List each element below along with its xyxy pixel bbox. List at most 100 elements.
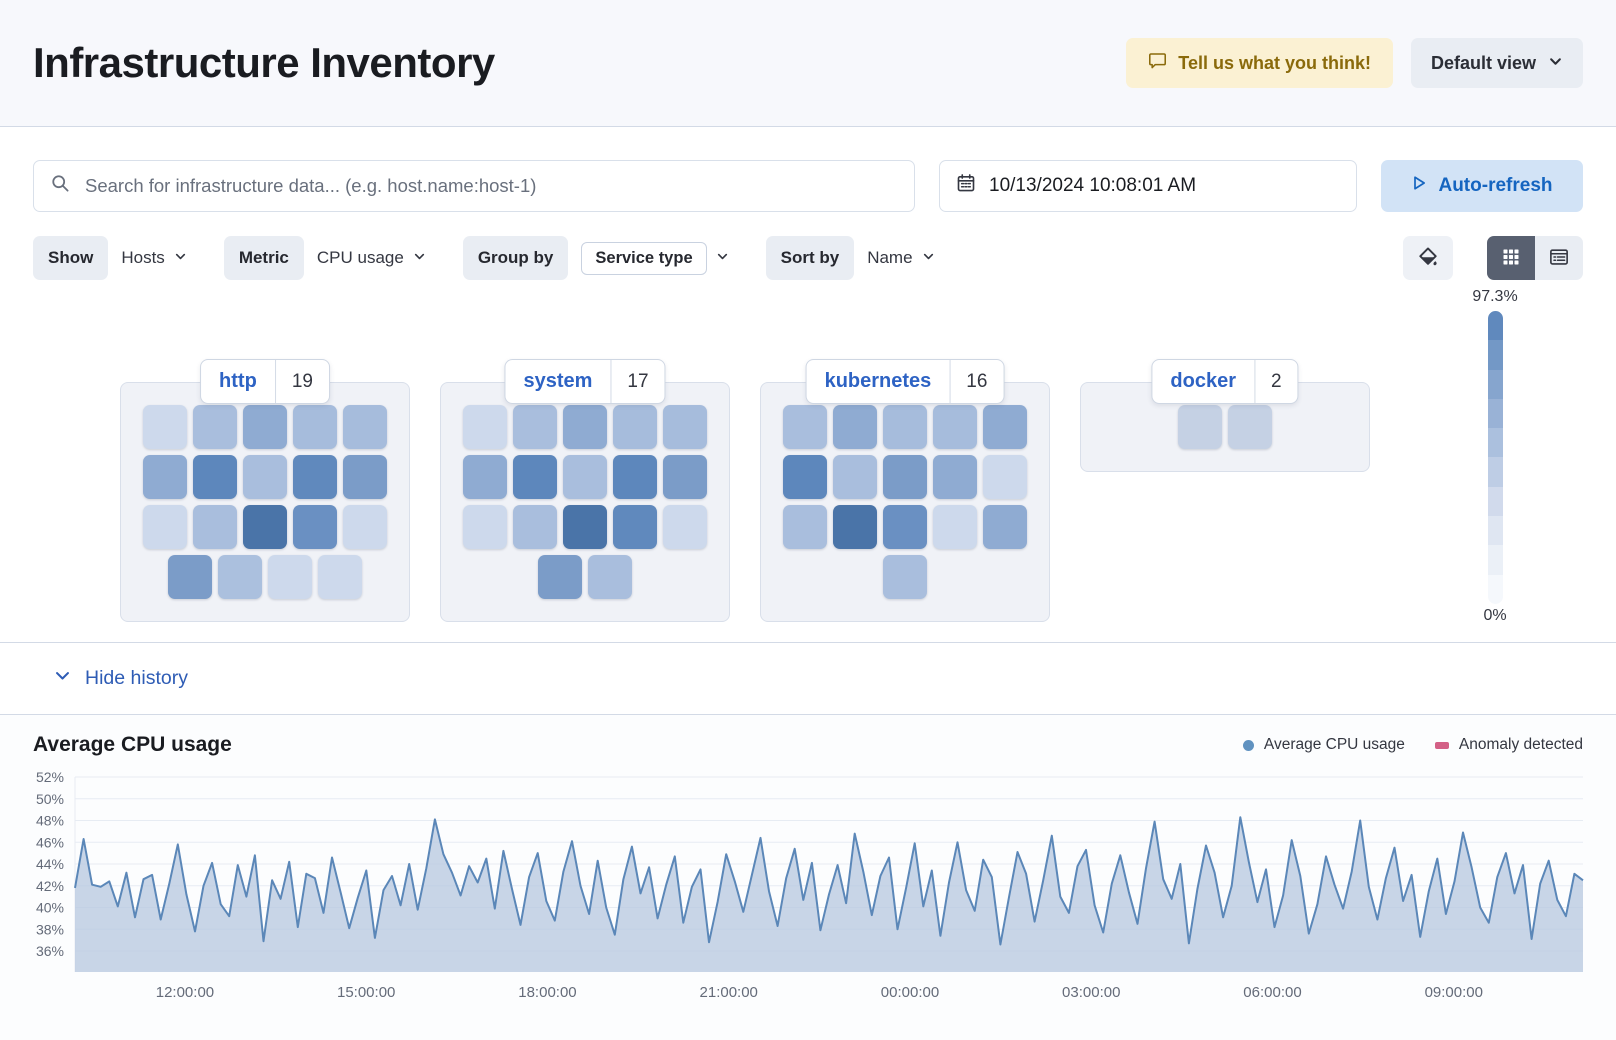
- group-grid-row: [143, 505, 387, 549]
- host-square[interactable]: [663, 505, 707, 549]
- host-square[interactable]: [293, 505, 337, 549]
- host-square[interactable]: [983, 505, 1027, 549]
- host-square[interactable]: [243, 405, 287, 449]
- host-square[interactable]: [663, 405, 707, 449]
- host-square[interactable]: [883, 405, 927, 449]
- host-square[interactable]: [463, 455, 507, 499]
- feedback-button[interactable]: Tell us what you think!: [1126, 38, 1393, 88]
- host-square[interactable]: [983, 455, 1027, 499]
- group-by-control: Group by Service type: [462, 236, 742, 280]
- host-square[interactable]: [343, 405, 387, 449]
- group-name[interactable]: kubernetes: [824, 370, 932, 392]
- y-axis-tick: 40%: [36, 900, 64, 916]
- host-square[interactable]: [663, 455, 707, 499]
- show-value-button[interactable]: Hosts: [108, 236, 199, 280]
- grid-view-button[interactable]: [1487, 236, 1535, 280]
- legend-label: Average CPU usage: [1263, 736, 1405, 753]
- host-square[interactable]: [538, 555, 582, 599]
- host-square[interactable]: [933, 405, 977, 449]
- host-square[interactable]: [318, 555, 362, 599]
- host-square[interactable]: [563, 505, 607, 549]
- host-square[interactable]: [613, 405, 657, 449]
- group-by-value-button[interactable]: Service type: [568, 236, 741, 280]
- hide-history-label: Hide history: [85, 667, 188, 689]
- legend-item-avg-cpu[interactable]: Average CPU usage: [1242, 736, 1405, 754]
- host-square[interactable]: [933, 505, 977, 549]
- host-square[interactable]: [463, 405, 507, 449]
- host-square[interactable]: [168, 555, 212, 599]
- host-square[interactable]: [343, 455, 387, 499]
- group-by-value-pill[interactable]: Service type: [581, 241, 707, 275]
- badge-divider: [1254, 360, 1256, 403]
- date-picker-button[interactable]: 10/13/2024 10:08:01 AM: [939, 160, 1357, 212]
- host-square[interactable]: [143, 455, 187, 499]
- y-axis-tick: 38%: [36, 921, 64, 937]
- host-square[interactable]: [563, 455, 607, 499]
- x-axis-tick: 03:00:00: [1062, 984, 1120, 1001]
- table-view-button[interactable]: [1535, 236, 1583, 280]
- host-square[interactable]: [833, 455, 877, 499]
- play-icon: [1411, 175, 1427, 197]
- hide-history-button[interactable]: Hide history: [48, 666, 194, 691]
- host-square[interactable]: [513, 505, 557, 549]
- host-square[interactable]: [513, 455, 557, 499]
- host-square[interactable]: [783, 455, 827, 499]
- sort-by-value-button[interactable]: Name: [854, 236, 947, 280]
- history-panel: Average CPU usage Average CPU usage Anom…: [0, 714, 1616, 1040]
- group-name[interactable]: docker: [1170, 370, 1237, 392]
- host-square[interactable]: [613, 455, 657, 499]
- host-square[interactable]: [193, 405, 237, 449]
- host-square[interactable]: [143, 405, 187, 449]
- host-square[interactable]: [563, 405, 607, 449]
- host-square[interactable]: [463, 505, 507, 549]
- host-square[interactable]: [193, 505, 237, 549]
- host-square[interactable]: [783, 505, 827, 549]
- host-square[interactable]: [933, 455, 977, 499]
- host-square[interactable]: [268, 555, 312, 599]
- host-square[interactable]: [513, 405, 557, 449]
- host-square[interactable]: [883, 455, 927, 499]
- color-palette-button[interactable]: [1403, 236, 1453, 280]
- heat-legend-step: [1487, 516, 1503, 546]
- host-square[interactable]: [883, 505, 927, 549]
- y-axis-tick: 44%: [36, 856, 64, 872]
- view-controls: [1403, 236, 1583, 280]
- host-square[interactable]: [1228, 405, 1272, 449]
- group-name[interactable]: system: [523, 370, 593, 392]
- host-square[interactable]: [983, 405, 1027, 449]
- host-square[interactable]: [883, 555, 927, 599]
- chart-title: Average CPU usage: [33, 733, 232, 756]
- show-label: Show: [33, 236, 109, 280]
- chevron-down-icon: [174, 248, 187, 268]
- host-square[interactable]: [293, 455, 337, 499]
- view-picker-button[interactable]: Default view: [1410, 38, 1583, 88]
- host-square[interactable]: [588, 555, 632, 599]
- search-input[interactable]: [83, 174, 897, 198]
- host-square[interactable]: [343, 505, 387, 549]
- host-square[interactable]: [613, 505, 657, 549]
- view-mode-toggle: [1487, 236, 1583, 280]
- host-square[interactable]: [833, 505, 877, 549]
- metric-value-button[interactable]: CPU usage: [304, 236, 439, 280]
- x-axis-tick: 12:00:00: [156, 984, 214, 1001]
- host-square[interactable]: [243, 505, 287, 549]
- legend-item-anomaly[interactable]: Anomaly detected: [1434, 736, 1583, 754]
- host-square[interactable]: [1178, 405, 1222, 449]
- group-name[interactable]: http: [219, 370, 257, 392]
- auto-refresh-button[interactable]: Auto-refresh: [1381, 160, 1583, 212]
- host-square[interactable]: [143, 505, 187, 549]
- host-square[interactable]: [218, 555, 262, 599]
- chevron-down-icon: [716, 248, 729, 268]
- host-square[interactable]: [783, 405, 827, 449]
- host-square[interactable]: [193, 455, 237, 499]
- host-square[interactable]: [293, 405, 337, 449]
- chart-legend: Average CPU usage Anomaly detected: [1242, 736, 1583, 754]
- heat-legend-max: 97.3%: [1472, 288, 1518, 305]
- sort-by-value: Name: [867, 248, 913, 267]
- search-input-wrapper: [33, 160, 915, 212]
- host-square[interactable]: [243, 455, 287, 499]
- group-grid-row: [463, 555, 707, 599]
- host-square[interactable]: [833, 405, 877, 449]
